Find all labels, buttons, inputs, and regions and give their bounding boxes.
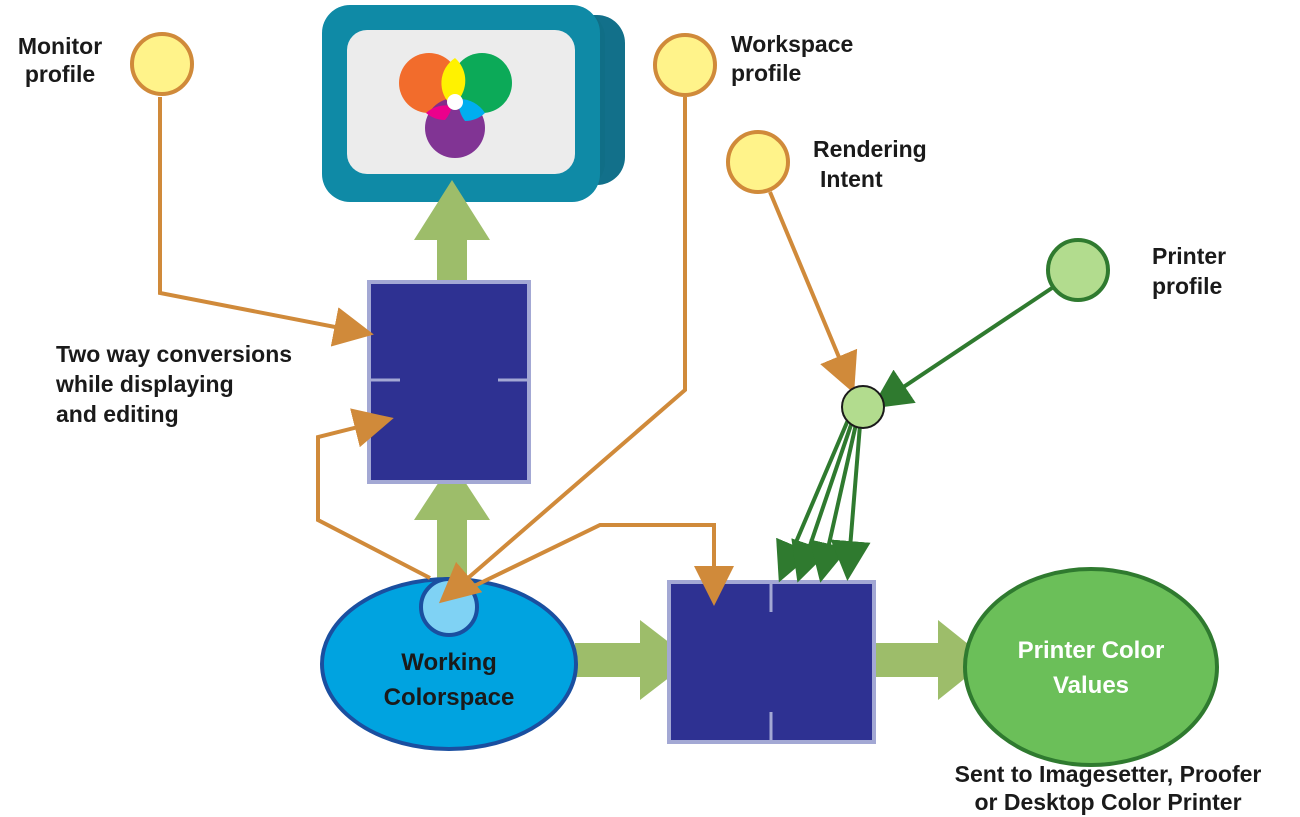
rendering-intent-label-2: Intent: [820, 166, 883, 192]
printer-color-values-node: Printer Color Values: [963, 567, 1219, 767]
monitor-profile-line: [158, 97, 374, 347]
orange-connectors: [158, 97, 858, 606]
workspace-profile-label-1: Workspace: [731, 31, 853, 57]
workspace-profile-line: [438, 97, 687, 604]
monitor-profile-node: [130, 32, 194, 96]
arrow-to-printer-values: [876, 620, 988, 700]
arrow-to-monitor: [414, 180, 490, 282]
monitor-profile-label-2: profile: [25, 61, 95, 87]
rgb-circles-icon: [399, 53, 512, 158]
working-colorspace-line2: Colorspace: [384, 684, 515, 711]
rendering-intent-label-1: Rendering: [813, 136, 927, 162]
printer-profile-node: [1046, 238, 1110, 302]
arrow-to-print-transform: [575, 620, 692, 700]
working-colorspace-node: Working Colorspace: [320, 577, 578, 751]
display-transform-box: [367, 280, 531, 484]
arrow-to-display-transform: [414, 462, 490, 578]
monitor-icon: [322, 5, 625, 202]
printer-values-line1: Printer Color: [1018, 637, 1165, 664]
workspace-profile-node: [653, 33, 717, 97]
profile-junction-node: [841, 385, 885, 429]
print-transform-box: [667, 580, 876, 744]
printer-profile-label-1: Printer: [1152, 243, 1226, 269]
printer-profile-label-2: profile: [1152, 273, 1222, 299]
rendering-intent-node: [726, 130, 790, 194]
printer-profile-line: [871, 286, 1054, 409]
workspace-profile-label-2: profile: [731, 60, 801, 86]
two-way-label-3: and editing: [56, 401, 179, 427]
green-connectors: [776, 286, 1054, 583]
rendering-intent-line: [768, 191, 858, 394]
green-arrows: [414, 180, 988, 700]
working-to-print-line: [465, 523, 734, 606]
labels: Monitor profile Workspace profile Render…: [18, 31, 1262, 815]
monitor-profile-label-1: Monitor: [18, 33, 102, 59]
sent-to-label-2: or Desktop Color Printer: [974, 789, 1241, 815]
working-colorspace-line1: Working: [401, 649, 497, 676]
sent-to-label-1: Sent to Imagesetter, Proofer: [955, 761, 1262, 787]
two-way-label-2: while displaying: [55, 371, 234, 397]
working-to-display-line: [316, 408, 431, 580]
printer-values-line2: Values: [1053, 672, 1129, 699]
two-way-label-1: Two way conversions: [56, 341, 292, 367]
